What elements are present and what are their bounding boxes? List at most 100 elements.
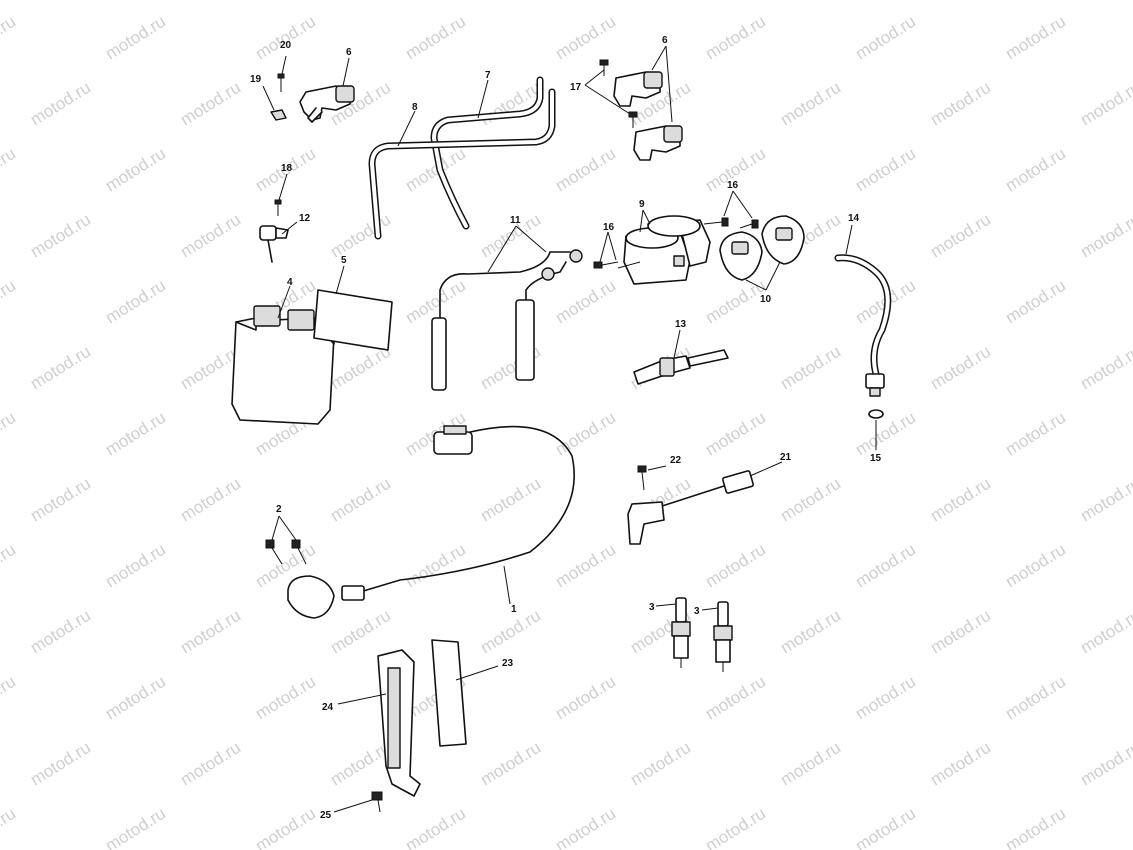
watermark-text: motod.ru — [927, 474, 994, 526]
watermark-text: motod.ru — [927, 342, 994, 394]
watermark-text: motod.ru — [777, 474, 844, 526]
callout-15: 15 — [870, 453, 882, 464]
watermark-text: motod.ru — [777, 342, 844, 394]
watermark-text: motod.ru — [27, 474, 94, 526]
callout-3-right: 3 — [694, 606, 700, 617]
watermark-text: motod.ru — [927, 78, 994, 130]
watermark-text: motod.ru — [1077, 342, 1133, 394]
callout-17: 17 — [570, 82, 582, 93]
part-23-label — [431, 639, 467, 747]
watermark-text: motod.ru — [552, 408, 619, 460]
watermark-text: motod.ru — [702, 276, 769, 328]
part-12-sensor — [259, 225, 289, 263]
callout-11: 11 — [510, 215, 521, 226]
part-14-oil-pipe — [834, 254, 892, 397]
watermark-text: motod.ru — [552, 276, 619, 328]
watermark-text: motod.ru — [402, 804, 469, 850]
watermark-text: motod.ru — [1077, 606, 1133, 658]
callout-24: 24 — [322, 702, 334, 713]
watermark-text: motod.ru — [777, 738, 844, 790]
watermark-text: motod.ru — [27, 342, 94, 394]
watermark-text: motod.ru — [1077, 210, 1133, 262]
watermark-text: motod.ru — [27, 210, 94, 262]
watermark-text: motod.ru — [177, 474, 244, 526]
callout-3-left: 3 — [649, 602, 655, 613]
callout-21: 21 — [780, 452, 792, 463]
watermark-text: motod.ru — [1077, 78, 1133, 130]
watermark-text: motod.ru — [402, 12, 469, 64]
callout-25: 25 — [320, 810, 332, 821]
part-9-ignition-coils — [623, 215, 711, 285]
watermark-text: motod.ru — [252, 12, 319, 64]
part-7-hose — [430, 76, 544, 230]
watermark-text: motod.ru — [0, 408, 19, 460]
watermark-text: motod.ru — [552, 144, 619, 196]
watermark-text: motod.ru — [702, 804, 769, 850]
watermark-text: motod.ru — [1002, 804, 1069, 850]
watermark-text: motod.ru — [27, 606, 94, 658]
part-16-bolts — [593, 217, 759, 269]
part-6-sensors-right — [613, 71, 683, 161]
part-3-spark-plugs — [671, 597, 733, 672]
callout-6-right: 6 — [662, 35, 668, 46]
leader-lines — [262, 45, 877, 813]
callout-23: 23 — [502, 658, 514, 669]
watermark-text: motod.ru — [327, 474, 394, 526]
callout-8: 8 — [412, 102, 418, 113]
part-19-nut — [270, 109, 287, 121]
watermark-text: motod.ru — [252, 804, 319, 850]
part-22-screw — [637, 465, 647, 491]
watermark-text: motod.ru — [177, 210, 244, 262]
watermark-text: motod.ru — [927, 606, 994, 658]
callout-5: 5 — [341, 255, 347, 266]
callout-6-left: 6 — [346, 47, 352, 58]
watermark-text: motod.ru — [1002, 408, 1069, 460]
watermark-text: motod.ru — [177, 606, 244, 658]
watermark-text: motod.ru — [852, 144, 919, 196]
callout-12: 12 — [299, 213, 311, 224]
watermark-text: motod.ru — [552, 540, 619, 592]
part-21-speed-sensor — [627, 470, 754, 545]
callout-1: 1 — [511, 604, 517, 615]
watermark-text: motod.ru — [0, 12, 19, 64]
callout-9: 9 — [639, 199, 645, 210]
watermark-text: motod.ru — [927, 738, 994, 790]
part-6-sensor-left — [299, 85, 355, 123]
callout-labels: 20 19 6 7 8 6 17 18 12 11 9 16 16 10 14 … — [250, 35, 882, 821]
callout-16-left: 16 — [603, 222, 615, 233]
watermark-text: motod.ru — [777, 606, 844, 658]
watermark-text: motod.ru — [1002, 144, 1069, 196]
watermark-text: motod.ru — [477, 78, 544, 130]
watermark-text: motod.ru — [177, 738, 244, 790]
watermark-text: motod.ru — [1002, 540, 1069, 592]
part-10-covers — [719, 215, 805, 281]
part-24-bracket — [377, 649, 421, 797]
watermark-text: motod.ru — [0, 540, 19, 592]
watermark-text: motod.ru — [852, 540, 919, 592]
watermark-text: motod.ru — [552, 672, 619, 724]
watermark-text: motod.ru — [552, 12, 619, 64]
watermark-text: motod.ru — [327, 606, 394, 658]
watermark-text: motod.ru — [0, 144, 19, 196]
callout-10: 10 — [760, 294, 772, 305]
part-20-screw — [277, 73, 285, 92]
watermark-text: motod.ru — [102, 12, 169, 64]
watermark-text: motod.ru — [177, 78, 244, 130]
watermark-text: motod.ru — [852, 12, 919, 64]
watermark-text: motod.ru — [102, 144, 169, 196]
watermark-text: motod.ru — [702, 408, 769, 460]
watermark-text: motod.ru — [1077, 474, 1133, 526]
watermark-text: motod.ru — [1002, 276, 1069, 328]
watermark-text: motod.ru — [0, 276, 19, 328]
watermark-text: motod.ru — [777, 78, 844, 130]
watermark-text: motod.ru — [102, 408, 169, 460]
part-17-screws — [599, 59, 638, 128]
watermark-text: motod.ru — [852, 672, 919, 724]
watermark-text: motod.ru — [1077, 738, 1133, 790]
watermark-text: motod.ru — [477, 474, 544, 526]
watermark-text: motod.ru — [1002, 12, 1069, 64]
watermark-text: motod.ru — [102, 672, 169, 724]
callout-14: 14 — [848, 213, 860, 224]
